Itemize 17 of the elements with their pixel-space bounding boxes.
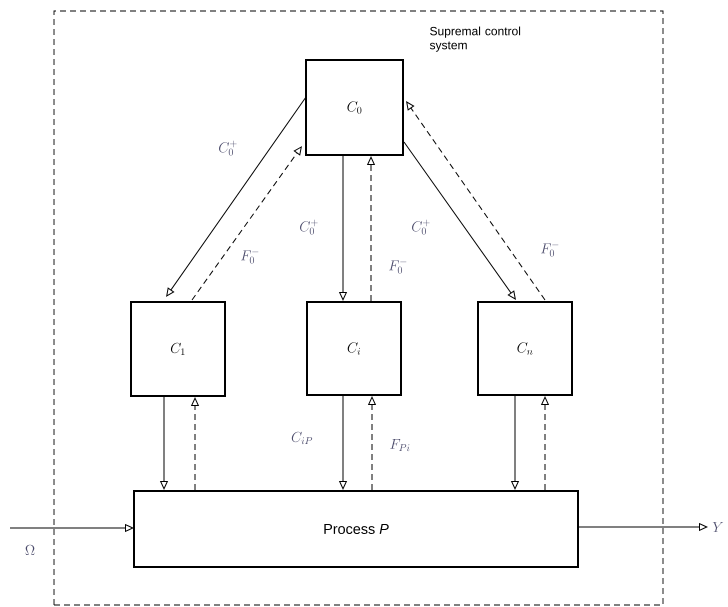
edge-label: $F_0^-$ — [539, 240, 561, 258]
controller-box: $C_n$ — [477, 301, 573, 396]
edge-label: $C_{iP}$ — [290, 431, 314, 445]
edge-label: $Y$ — [711, 521, 725, 533]
edge-label: $F_{Pi}$ — [388, 438, 412, 452]
controller-box: $C_0$ — [305, 59, 404, 156]
edge-label: $C_0^+$ — [217, 140, 239, 156]
controller-box: $C_1$ — [130, 301, 226, 397]
system-boundary — [54, 10, 664, 606]
node-label: Supremal control system — [430, 26, 520, 52]
edge-label: $F_0^-$ — [387, 258, 409, 274]
edge-label: $C_0^+$ — [298, 218, 320, 236]
edge-label: $F_0^-$ — [239, 248, 261, 264]
edge-label: $\Omega$ — [24, 544, 36, 556]
process-box: Process P — [133, 490, 579, 568]
edge-label: $C_0^+$ — [410, 218, 432, 236]
controller-box: $C_i$ — [306, 301, 402, 396]
